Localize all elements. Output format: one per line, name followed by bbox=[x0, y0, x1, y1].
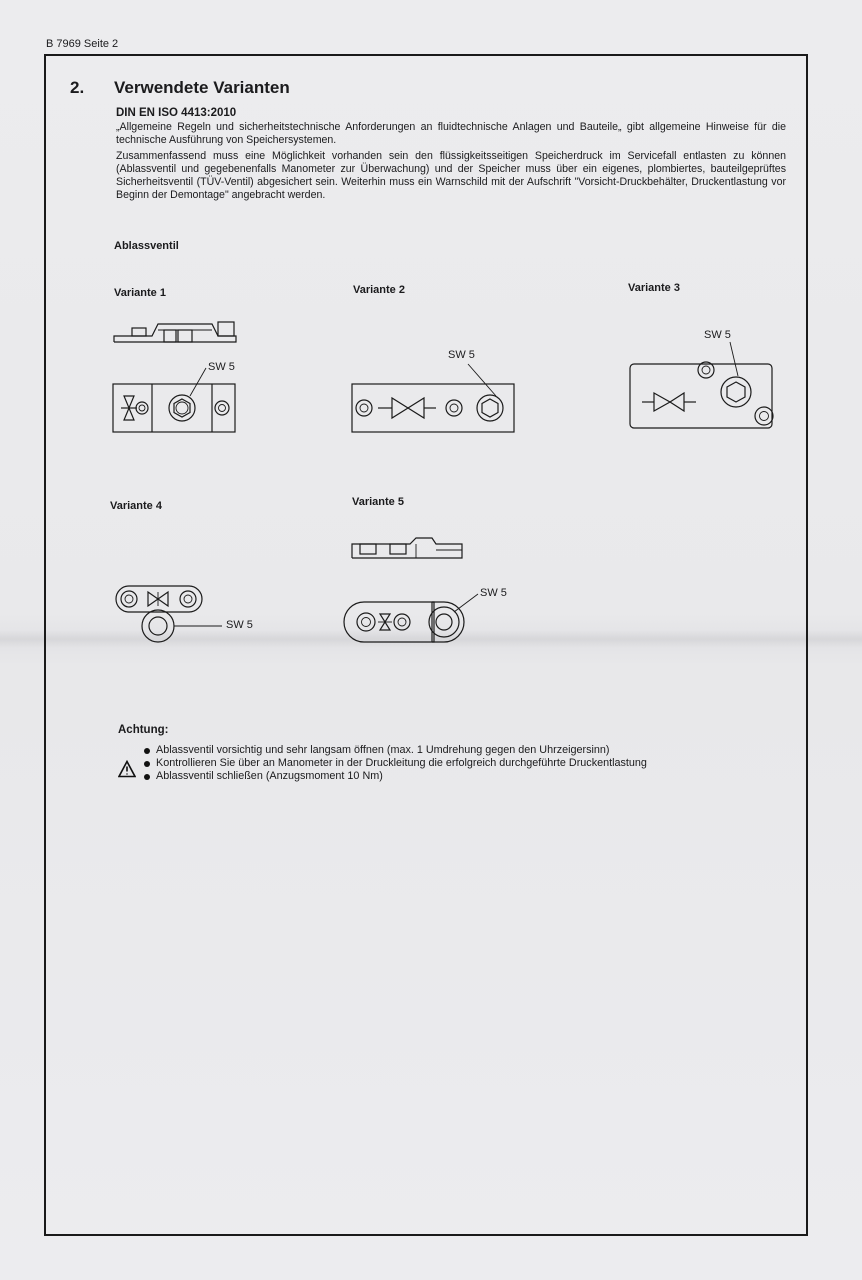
page-frame bbox=[44, 54, 808, 1236]
variant-5-wrench-size: SW 5 bbox=[480, 587, 507, 599]
warning-list-item: Ablassventil schließen (Anzugsmoment 10 … bbox=[140, 770, 647, 783]
warning-triangle-icon bbox=[118, 760, 136, 778]
variant-1-top-view-drawing bbox=[112, 367, 236, 433]
variant-1-side-view-drawing bbox=[113, 321, 237, 343]
bullet-dot-icon bbox=[144, 773, 150, 780]
variant-4-wrench-size: SW 5 bbox=[226, 619, 253, 631]
standard-title: DIN EN ISO 4413:2010 bbox=[116, 107, 237, 119]
variant-1-wrench-size: SW 5 bbox=[208, 361, 235, 373]
variant-2-drawing bbox=[351, 363, 515, 433]
section-number: 2. bbox=[70, 78, 85, 97]
warning-title: Achtung: bbox=[118, 724, 169, 736]
warning-list-item: Ablassventil vorsichtig und sehr langsam… bbox=[140, 744, 647, 757]
standard-paragraph-1: „Allgemeine Regeln und sicherheitstechni… bbox=[116, 121, 786, 146]
variant-3-label: Variante 3 bbox=[628, 282, 680, 294]
variant-1-label: Variante 1 bbox=[114, 287, 166, 299]
variant-4-drawing bbox=[115, 585, 222, 643]
variant-2-label: Variante 2 bbox=[353, 284, 405, 296]
warning-list: Ablassventil vorsichtig und sehr langsam… bbox=[140, 744, 647, 783]
bullet-dot-icon bbox=[144, 760, 150, 767]
variant-5-side-view-drawing bbox=[351, 537, 463, 559]
bullet-dot-icon bbox=[144, 747, 150, 754]
section-title: Verwendete Varianten bbox=[114, 78, 290, 97]
page-header: B 7969 Seite 2 bbox=[46, 38, 119, 50]
variant-3-drawing bbox=[629, 341, 774, 429]
warning-list-item: Kontrollieren Sie über an Manometer in d… bbox=[140, 757, 647, 770]
variant-2-wrench-size: SW 5 bbox=[448, 349, 475, 361]
subsection-title: Ablassventil bbox=[114, 240, 179, 252]
variant-5-label: Variante 5 bbox=[352, 496, 404, 508]
standard-paragraph-2: Zusammenfassend muss eine Möglichkeit vo… bbox=[116, 150, 786, 201]
variant-5-top-view-drawing bbox=[343, 593, 479, 643]
paper-fold bbox=[0, 630, 862, 648]
variant-4-label: Variante 4 bbox=[110, 500, 162, 512]
variant-3-wrench-size: SW 5 bbox=[704, 329, 731, 341]
